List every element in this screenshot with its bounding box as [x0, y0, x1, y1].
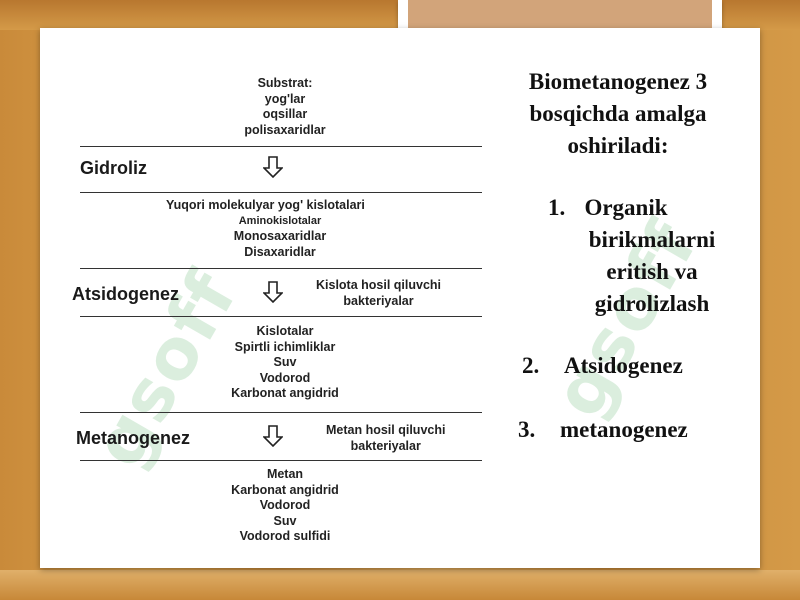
item-number: 3.	[518, 417, 536, 442]
bacteria-line: bakteriyalar	[350, 439, 421, 453]
product-line: Vodorod	[259, 498, 311, 512]
bacteria-line: bakteriyalar	[343, 294, 414, 308]
substrate-list: Substrat: yog'lar oqsillar polisaxaridla…	[162, 76, 408, 138]
item-line: gidrolizlash	[594, 291, 710, 316]
divider-line	[80, 412, 482, 413]
divider-line	[80, 316, 482, 317]
product-line: Suv	[273, 513, 297, 528]
title-line: oshiriladi:	[567, 133, 669, 158]
product-line: Vodorod	[259, 370, 311, 385]
product-line: Aminokislotalar	[238, 214, 322, 227]
summary-item-3: 3. metanogenez	[518, 414, 728, 446]
wood-background-bottom	[0, 570, 800, 600]
item-number: 2.	[522, 353, 540, 378]
stage-methanogenesis: Metanogenez	[76, 428, 191, 448]
summary-item-2: 2. Atsidogenez	[522, 350, 722, 382]
substrate-line: polisaxaridlar	[244, 122, 326, 137]
summary-title: Biometanogenez 3 bosqichda amalga oshiri…	[496, 66, 740, 162]
hydrolysis-products-list: Yuqori molekulyar yog' kislotalari Amino…	[140, 198, 420, 260]
acid-products-list: Kislotalar Spirtli ichimliklar Suv Vodor…	[162, 324, 408, 402]
slide: gsoff gsoff	[40, 28, 760, 568]
acid-bacteria-label: Kislota hosil qiluvchi bakteriyalar	[316, 277, 441, 309]
bacteria-line: Metan hosil qiluvchi	[326, 423, 446, 437]
product-line: Karbonat angidrid	[231, 482, 339, 497]
product-line: Metan	[266, 467, 304, 481]
substrate-line: Substrat:	[257, 76, 313, 90]
stage-acidogenesis: Atsidogenez	[72, 284, 180, 304]
item-text: metanogenez	[560, 417, 688, 442]
methane-bacteria-label: Metan hosil qiluvchi bakteriyalar	[326, 422, 445, 454]
substrate-line: oqsillar	[262, 107, 308, 121]
product-line: Spirtli ichimliklar	[234, 339, 336, 354]
product-line: Kislotalar	[256, 324, 314, 338]
item-line: birikmalarni	[588, 227, 716, 252]
product-line: Monosaxaridlar	[233, 229, 327, 243]
divider-line	[80, 268, 482, 269]
final-products-list: Metan Karbonat angidrid Vodorod Suv Vodo…	[162, 467, 408, 545]
biomethanogenesis-diagram: Substrat: yog'lar oqsillar polisaxaridla…	[72, 68, 482, 558]
down-arrow-icon	[263, 281, 283, 303]
product-line: Vodorod sulfidi	[239, 529, 331, 543]
bacteria-line: Kislota hosil qiluvchi	[316, 278, 442, 292]
item-line: eritish va	[606, 259, 698, 284]
divider-line	[80, 460, 482, 461]
product-line: Disaxaridlar	[244, 244, 316, 259]
item-line: Organik	[584, 195, 668, 220]
down-arrow-icon	[263, 425, 283, 447]
substrate-line: yog'lar	[264, 91, 306, 106]
stage-hydrolysis: Gidroliz	[80, 158, 147, 178]
item-text: Organik birikmalarni eritish va gidroliz…	[562, 192, 742, 320]
product-line: Suv	[273, 355, 297, 369]
title-line: bosqichda amalga	[529, 101, 707, 126]
down-arrow-icon	[263, 156, 283, 178]
item-text: Atsidogenez	[564, 353, 683, 378]
divider-line	[80, 192, 482, 193]
item-number: 1.	[548, 195, 566, 220]
title-line: Biometanogenez 3	[528, 69, 708, 94]
summary-item-1: 1. Organik birikmalarni eritish va gidro…	[548, 192, 728, 322]
product-line: Yuqori molekulyar yog' kislotalari	[166, 198, 365, 212]
divider-line	[80, 146, 482, 147]
product-line: Karbonat angidrid	[231, 386, 339, 400]
